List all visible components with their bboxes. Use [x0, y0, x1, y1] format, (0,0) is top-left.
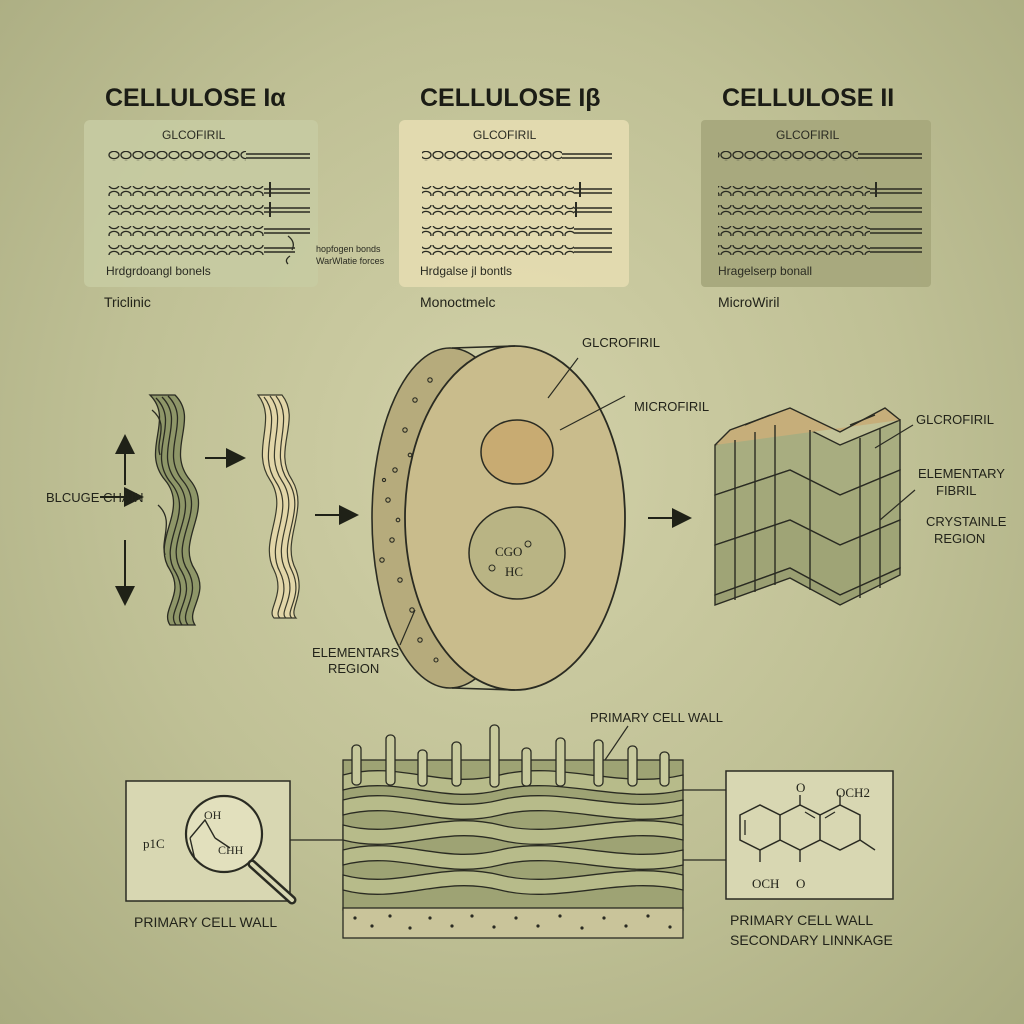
right-caption-1: PRIMARY CELL WALL: [730, 912, 873, 928]
crystal-system: Monoctmelc: [420, 294, 495, 310]
magnifier-box: p1C OH CHH: [125, 780, 297, 905]
label-microfiril: MICROFIRIL: [634, 399, 709, 414]
wall-top-label: PRIMARY CELL WALL: [590, 710, 723, 725]
label-glcrofiril-top: GLCROFIRIL: [582, 335, 660, 350]
center-text-2: HC: [505, 564, 523, 579]
structure-och2: OCH2: [836, 785, 870, 800]
panel-box: [701, 120, 931, 287]
panel-title: CELLULOSE II: [722, 84, 894, 112]
label-elementars-region: REGION: [328, 661, 379, 676]
panel-box: [84, 120, 318, 287]
leader-glcrofiril-top: [547, 357, 579, 399]
structure-o-bottom: O: [796, 876, 805, 891]
label-right-glcrofiril: GLCROFIRIL: [916, 412, 994, 427]
label-crystalline: CRYSTAINLE: [926, 514, 1007, 529]
leader-elementary: [879, 489, 916, 521]
twisted-fibril-light: [256, 394, 300, 619]
chain-axis-arrows: [100, 434, 144, 606]
panel-cellulose-ib: CELLULOSE Iβ GLCOFIRIL Hrdgalse jl bontl…: [399, 84, 629, 310]
formula-oh: OH: [204, 808, 222, 822]
chemical-structure-box: O OCH2 OCH O: [725, 770, 894, 900]
label-elementars: ELEMENTARS: [312, 645, 399, 660]
panel-box-label: GLCOFIRIL: [776, 128, 840, 142]
side-note-1: hopfogen bonds: [316, 244, 381, 254]
leader-wall-top: [604, 725, 629, 761]
crystal-system: Triclinic: [104, 294, 151, 310]
label-elementary-fibril: FIBRIL: [936, 483, 976, 498]
structure-och: OCH: [752, 876, 779, 891]
chain-rows: [108, 151, 310, 265]
bond-label: Hragelserp bonall: [718, 264, 812, 278]
left-caption: PRIMARY CELL WALL: [134, 914, 277, 930]
panel-title: CELLULOSE Iα: [105, 84, 286, 112]
pore-dots: [379, 377, 439, 663]
crystal-system: MicroWiril: [718, 294, 779, 310]
leader-microfiril: [559, 395, 626, 431]
panel-cellulose-ii: CELLULOSE II GLCOFIRIL Hragelserp bonall…: [701, 84, 931, 310]
bond-label: Hrdgalse jl bontls: [420, 264, 512, 278]
crystalline-stack: [714, 407, 901, 606]
leader-elementars: [399, 609, 416, 646]
label-crystalline-region: REGION: [934, 531, 985, 546]
panel-box-label: GLCOFIRIL: [473, 128, 537, 142]
center-text-1: CGO: [495, 544, 522, 559]
panel-box: [399, 120, 629, 287]
twisted-fibril-dark: [148, 394, 201, 626]
panel-title: CELLULOSE Iβ: [420, 84, 601, 112]
chain-label: BLCUGE CHAIN: [46, 490, 144, 505]
leader-right-glcrofiril: [874, 424, 914, 449]
panel-cellulose-ia: CELLULOSE Iα GLCOFIRIL hopfogen bonds Wa: [84, 84, 385, 310]
panel-box-label: GLCOFIRIL: [162, 128, 226, 142]
formula-chh: CHH: [218, 843, 244, 857]
chain-rows: [422, 151, 612, 255]
chain-rows: [718, 151, 922, 255]
microfibril-disc: CGO HC: [371, 345, 626, 691]
bond-label: Hrdgrdoangl bonels: [106, 264, 211, 278]
woven-cell-wall: [342, 724, 684, 939]
right-caption-2: SECONDARY LINNKAGE: [730, 932, 893, 948]
side-note-2: WarWlatie forces: [316, 256, 385, 266]
formula-p1c: p1C: [143, 836, 165, 851]
structure-o-top: O: [796, 780, 805, 795]
label-elementary: ELEMENTARY: [918, 466, 1005, 481]
